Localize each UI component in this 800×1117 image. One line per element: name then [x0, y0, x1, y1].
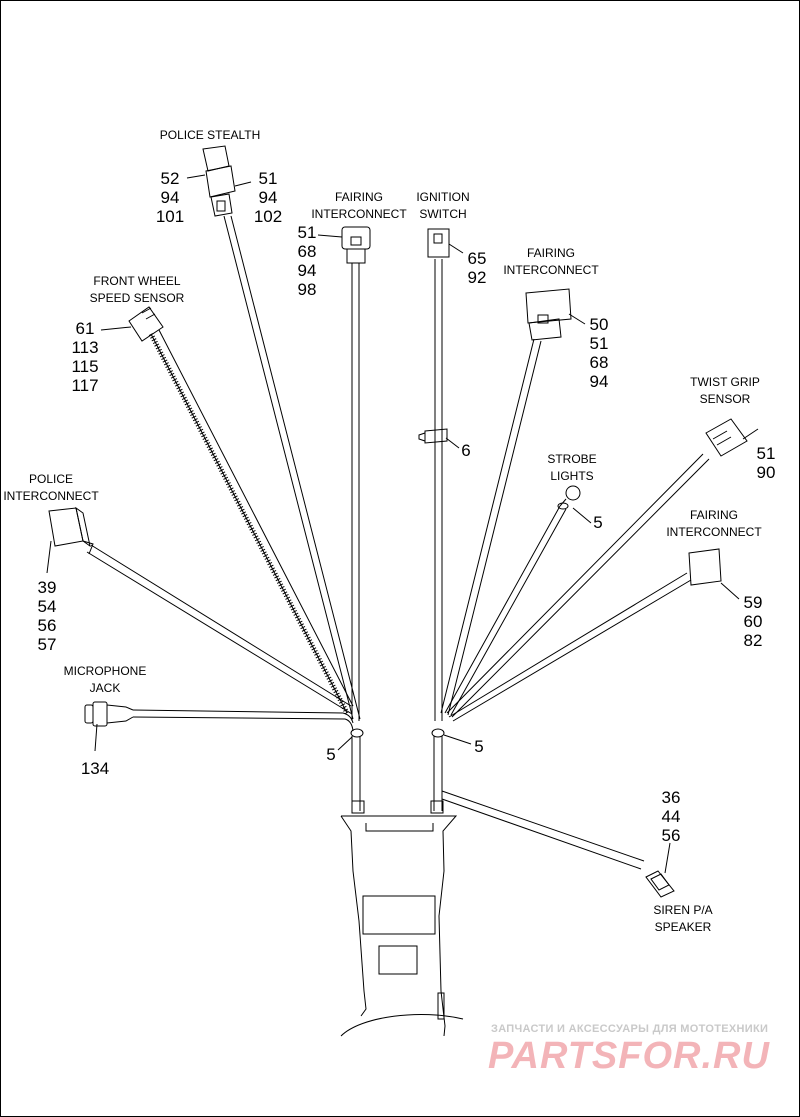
watermark-logo: PARTSFOR.RU: [488, 1035, 770, 1077]
bracket-tab-lower: [437, 992, 445, 1020]
bracket-tab-left: [351, 800, 365, 814]
clip-center: [418, 428, 448, 444]
wire-siren-speaker: [441, 790, 645, 870]
wire-fairing-right: [440, 338, 542, 716]
connector-police-stealth: [202, 145, 236, 217]
leader-police-stealth-right: [234, 181, 252, 187]
connector-fairing-right: [525, 288, 572, 341]
label-microphone-jack: MICROPHONE JACK: [63, 664, 147, 695]
leader-fairing-center: [317, 234, 343, 238]
bracket-slot-lower: [378, 945, 418, 975]
callout-police-stealth-left: 52 94 101: [155, 169, 185, 226]
callout-microphone-jack: 134: [80, 759, 110, 778]
connector-front-wheel-speed: [128, 306, 164, 342]
leader-microphone: [94, 723, 98, 752]
clamp-right: [431, 728, 445, 738]
callout-police-interconnect: 39 54 56 57: [37, 578, 57, 654]
connector-police-interconnect: [48, 506, 94, 555]
leader-fairing-lower: [720, 582, 740, 600]
leader-strobe: [572, 507, 592, 524]
leader-clamp-left: [337, 736, 353, 751]
connector-ignition-switch: [427, 228, 450, 258]
callout-clamp-left: 5: [326, 745, 336, 764]
label-front-wheel-speed-sensor: FRONT WHEEL SPEED SENSOR: [89, 274, 185, 305]
bracket-tab-right: [430, 800, 444, 814]
label-ignition-switch: IGNITION SWITCH: [416, 190, 470, 221]
callout-fairing-lower: 59 60 82: [743, 593, 763, 650]
label-police-stealth: POLICE STEALTH: [159, 128, 261, 142]
harness-trunk: [351, 736, 443, 811]
leader-police-stealth-left: [186, 174, 206, 179]
wire-front-wheel-speed: [150, 329, 354, 714]
wire-ignition-switch: [434, 259, 443, 721]
leader-twist-grip: [742, 428, 759, 440]
wire-fairing-center: [351, 263, 360, 721]
leader-fairing-right: [568, 313, 586, 325]
callout-twist-grip-sensor: 51 90: [756, 444, 776, 482]
callout-strobe-lights: 5: [593, 513, 603, 532]
wire-police-stealth: [223, 215, 361, 720]
label-siren-pa-speaker: SIREN P/A SPEAKER: [653, 903, 713, 934]
callout-siren-pa-speaker: 36 44 56: [661, 788, 681, 845]
mounting-bracket: [340, 815, 458, 1037]
callout-ignition-switch: 65 92: [467, 249, 487, 287]
connector-siren-speaker: [645, 870, 675, 898]
callout-clip-center: 6: [461, 441, 471, 460]
leader-siren-speaker: [664, 842, 671, 874]
wire-police-interconnect: [86, 544, 353, 715]
leader-clip-center: [445, 437, 460, 449]
label-fairing-interconnect-center: FAIRING INTERCONNECT: [311, 190, 407, 221]
callout-police-stealth-right: 51 94 102: [253, 169, 283, 226]
leader-front-wheel-speed: [100, 326, 132, 331]
label-fairing-interconnect-right: FAIRING INTERCONNECT: [503, 246, 599, 277]
bracket-slot-upper: [362, 895, 436, 935]
callout-fairing-right: 50 51 68 94: [589, 315, 609, 391]
connector-fairing-lower: [688, 548, 722, 586]
wire-microphone-jack: [132, 709, 354, 732]
fairing-edge-curve: [340, 1014, 464, 1037]
label-twist-grip-sensor: TWIST GRIP SENSOR: [690, 375, 760, 406]
connector-microphone-jack: [84, 701, 134, 727]
callout-clamp-right: 5: [474, 737, 484, 756]
connector-twist-grip: [705, 418, 748, 457]
wire-strobe-lights: [444, 505, 567, 716]
callout-front-wheel-speed-sensor: 61 113 115 117: [71, 319, 99, 395]
connector-strobe-lights: [559, 485, 581, 507]
connector-fairing-center: [341, 226, 371, 264]
watermark-tagline: ЗАПЧАСТИ И АКСЕССУАРЫ ДЛЯ МОТОТЕХНИКИ: [491, 1023, 769, 1035]
leader-police-interconnect: [46, 540, 52, 574]
wire-front-wheel-corrugation: [148, 332, 350, 715]
label-police-interconnect: POLICE INTERCONNECT: [3, 472, 99, 503]
leader-ignition-switch: [448, 243, 464, 254]
leader-clamp-right: [443, 734, 472, 745]
wire-twist-grip: [446, 453, 710, 718]
clamp-left: [350, 728, 364, 738]
label-fairing-interconnect-lower: FAIRING INTERCONNECT: [666, 508, 762, 539]
callout-fairing-center: 51 68 94 98: [297, 223, 317, 299]
wire-fairing-lower: [448, 572, 692, 722]
label-strobe-lights: STROBE LIGHTS: [547, 452, 597, 483]
